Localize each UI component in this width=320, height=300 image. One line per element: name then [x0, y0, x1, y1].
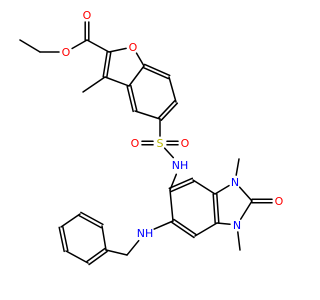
bond-i5-i4-b: [168, 177, 194, 190]
bond-f2-f3-a: [102, 50, 108, 78]
bond-N3-C2: [238, 186, 253, 202]
bond-p5-p6-b: [80, 211, 104, 226]
sulfonyl-oxygen-right-label: O: [181, 137, 190, 150]
bond-f3a-f7a: [128, 65, 145, 87]
bond-i3a-i7a-a: [212, 193, 216, 224]
bond-p5-p6-a: [78, 214, 102, 229]
bond-b5-b6-b: [157, 100, 176, 119]
bond-b7-f7a-a: [143, 63, 171, 77]
bond-p1-p2-a: [86, 247, 106, 263]
bond-NH2-bCH2: [126, 239, 140, 256]
benzylamine-nh-label: NH: [137, 227, 154, 240]
bond-bCH2-p1: [105, 249, 128, 256]
bond-p2-p3: [65, 250, 89, 264]
imidazolone-n1-label: N: [231, 176, 239, 189]
bond-f7a-fO: [135, 52, 145, 67]
bond-f3a-b4-a: [126, 85, 134, 113]
bond-i4-i3a: [192, 179, 216, 195]
bond-i7a-i7: [194, 222, 218, 237]
bond-i7-i6-a: [173, 218, 197, 236]
imidazolone-carbonyl-oxygen-label: O: [275, 195, 284, 208]
bond-f3-f3a: [104, 76, 130, 87]
bond-f3-me3: [82, 76, 106, 93]
bond-b6-b7: [168, 76, 177, 103]
bond-i7-i6-b: [171, 221, 195, 239]
bond-N1-i7a: [216, 222, 231, 226]
imidazolone-n3-label: N: [233, 219, 241, 232]
sulfonyl-oxygen-left-label: O: [131, 137, 140, 150]
bond-me1-ch2: [19, 39, 41, 53]
ester-ether-oxygen-label: O: [62, 46, 71, 59]
sulfonyl-sulfur-label: S: [157, 137, 164, 150]
bond-layer: [19, 21, 273, 266]
bond-p3-p4-a: [62, 225, 69, 252]
bond-C2-N1: [239, 200, 253, 220]
bond-p3-p4-b: [58, 226, 65, 253]
bond-N3-me3b: [235, 158, 240, 176]
bond-f2-f3-b: [106, 51, 112, 79]
bond-b7-f7a-b: [142, 66, 170, 80]
bond-i6-i5: [169, 189, 174, 222]
bond-Oe-Cc: [71, 39, 88, 50]
bond-N1-me1b: [237, 231, 241, 251]
bond-i3a-i7a-b: [216, 193, 220, 224]
bond-fO-f2: [108, 47, 127, 53]
bond-p6-p1: [101, 225, 107, 251]
bond-b4-b5: [134, 110, 161, 120]
bond-p4-p5: [60, 213, 81, 228]
bond-p1-p2-b: [88, 250, 108, 266]
bond-Cc-f2: [86, 39, 110, 53]
bond-i5-i4-a: [169, 180, 195, 193]
bond-i6-NH2: [153, 220, 174, 230]
bond-S-NH1: [163, 147, 175, 159]
ester-carbonyl-oxygen-label: O: [83, 9, 92, 22]
sulfonamide-nh-label: NH: [172, 159, 189, 172]
bond-b5-b6-a: [160, 102, 179, 121]
atom-label-layer: O O O S O O NH N N O NH: [62, 9, 284, 240]
bond-f3a-b4-b: [130, 84, 138, 112]
chemical-structure-diagram: O O O S O O NH N N O NH: [19, 9, 284, 266]
bond-i3a-N3: [214, 184, 230, 195]
furan-ring-oxygen-label: O: [129, 41, 138, 54]
